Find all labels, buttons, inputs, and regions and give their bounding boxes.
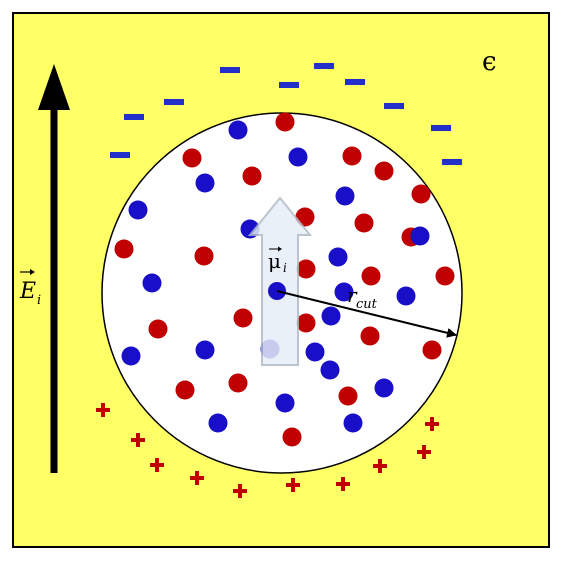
particle-positive [175, 380, 195, 400]
particle-negative [374, 378, 394, 398]
particle-negative [195, 340, 215, 360]
particle-positive [228, 373, 248, 393]
field-arrow-icon [38, 64, 70, 473]
particle-negative [195, 173, 215, 193]
particle-positive [360, 326, 380, 346]
minus-icon [314, 63, 334, 69]
particle-negative [288, 147, 308, 167]
field-label-symbol: E [19, 279, 36, 304]
particle-positive [282, 427, 302, 447]
negative-charges [110, 63, 462, 165]
dipole-label-symbol: μ [268, 249, 281, 273]
epsilon-label: ϵ [482, 47, 497, 77]
particle-positive [275, 112, 295, 132]
particle-positive [342, 146, 362, 166]
particles [114, 112, 455, 447]
particle-negative [275, 393, 295, 413]
particle-positive [411, 184, 431, 204]
plus-icon [233, 484, 247, 498]
plus-icon [131, 433, 145, 447]
particle-negative [334, 282, 354, 302]
radius-label-symbol: r [347, 283, 358, 307]
dipole-label: μ i [268, 246, 287, 275]
particle-negative [305, 342, 325, 362]
particle-negative [320, 360, 340, 380]
particle-negative [208, 413, 228, 433]
dipole-arrow-icon [247, 196, 313, 366]
particle-negative [343, 413, 363, 433]
particle-positive [361, 266, 381, 286]
minus-icon [384, 103, 404, 109]
radius-arrow-icon [276, 290, 457, 338]
particle-negative [128, 200, 148, 220]
particle-positive [148, 319, 168, 339]
plus-icon [150, 458, 164, 472]
particle-positive [233, 308, 253, 328]
plus-icon [336, 477, 350, 491]
particle-negative [321, 306, 341, 326]
field-vector-tip [30, 269, 35, 275]
minus-icon [431, 125, 451, 131]
particle-negative [121, 346, 141, 366]
field-label: E i [19, 269, 41, 308]
dipole-label-subscript: i [283, 261, 287, 275]
particle-positive [194, 246, 214, 266]
particle-positive [296, 259, 316, 279]
particle-positive [354, 213, 374, 233]
radius-label: r cut [347, 283, 378, 312]
minus-icon [442, 159, 462, 165]
plus-icon [190, 471, 204, 485]
dipole-vector-tip [278, 246, 282, 252]
particle-negative [328, 247, 348, 267]
radius-label-subscript: cut [356, 297, 378, 312]
particle-positive [338, 386, 358, 406]
minus-icon [345, 79, 365, 85]
field-label-subscript: i [37, 293, 41, 308]
particle-negative [228, 120, 248, 140]
particle-positive [296, 313, 316, 333]
plus-icon [96, 403, 110, 417]
minus-icon [279, 82, 299, 88]
particle-negative [142, 273, 162, 293]
minus-icon [220, 67, 240, 73]
plus-icon [417, 445, 431, 459]
particle-positive [182, 148, 202, 168]
minus-icon [124, 114, 144, 120]
particle-positive [374, 161, 394, 181]
positive-charges [96, 403, 439, 498]
particle-positive [435, 266, 455, 286]
minus-icon [164, 99, 184, 105]
particle-negative [335, 186, 355, 206]
particle-negative [396, 286, 416, 306]
particle-positive [114, 239, 134, 259]
plus-icon [425, 417, 439, 431]
particle-negative [410, 226, 430, 246]
plus-icon [373, 459, 387, 473]
particle-positive [242, 166, 262, 186]
plus-icon [286, 478, 300, 492]
particle-positive [422, 340, 442, 360]
minus-icon [110, 152, 130, 158]
